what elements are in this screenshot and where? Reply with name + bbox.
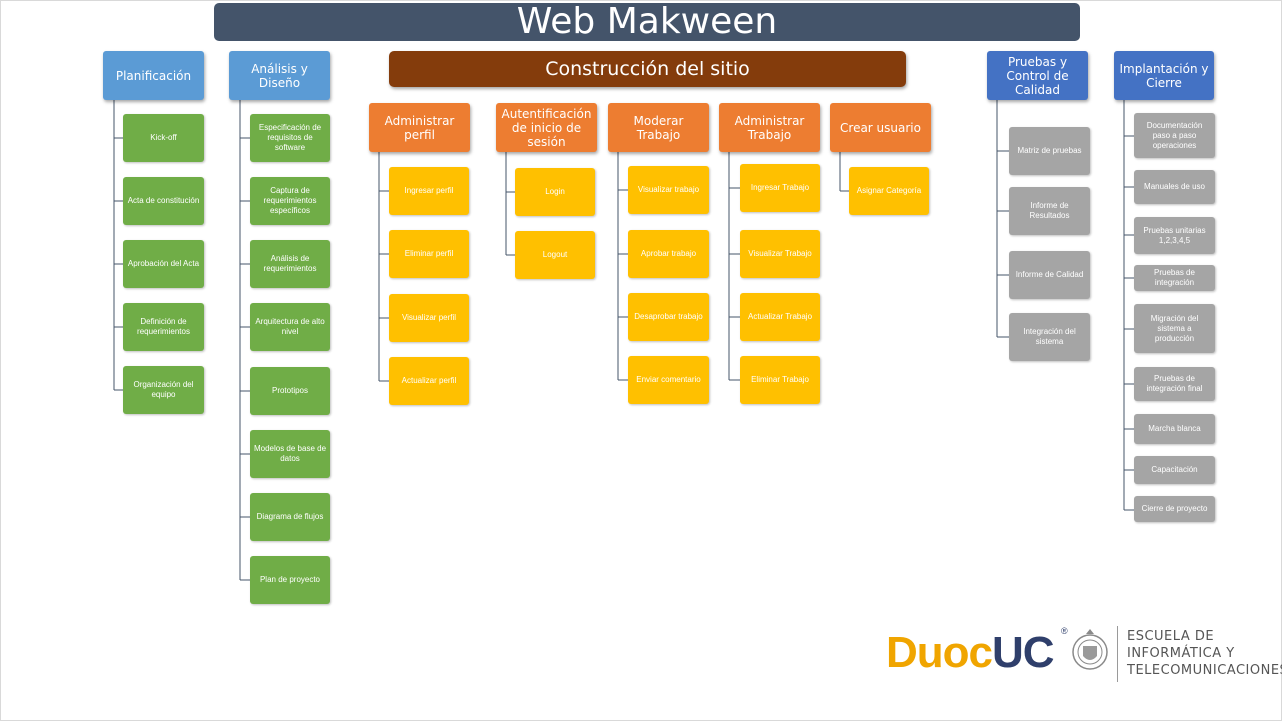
header-administrar-perfil: Administrar perfil <box>369 103 470 152</box>
task-kick-off: Kick-off <box>123 114 204 162</box>
task-ingresar-trabajo: Ingresar Trabajo <box>740 164 820 212</box>
task-informe-resultados: Informe de Resultados <box>1009 187 1090 235</box>
task-prototipos: Prototipos <box>250 367 330 415</box>
task-informe-calidad: Informe de Calidad <box>1009 251 1090 299</box>
logo-divider <box>1117 626 1118 682</box>
header-pruebas-calidad: Pruebas y Control de Calidad <box>987 51 1088 100</box>
task-login: Login <box>515 168 595 216</box>
task-documentacion: Documentación paso a paso operaciones <box>1134 113 1215 158</box>
task-aprobacion-acta: Aprobación del Acta <box>123 240 204 288</box>
task-organizacion-equipo: Organización del equipo <box>123 366 204 414</box>
logo-wordmark: DuocUC <box>886 628 1055 677</box>
task-arquitectura: Arquitectura de alto nivel <box>250 303 330 351</box>
task-desaprobar-trabajo: Desaprobar trabajo <box>628 293 709 341</box>
construccion-title: Construcción del sitio <box>389 51 906 87</box>
school-name: ESCUELA DE INFORMÁTICA Y TELECOMUNICACIO… <box>1127 629 1282 678</box>
diagram-title: Web Makween <box>214 3 1080 41</box>
header-planificacion: Planificación <box>103 51 204 100</box>
task-eliminar-perfil: Eliminar perfil <box>389 230 469 278</box>
task-modelos-base-datos: Modelos de base de datos <box>250 430 330 478</box>
task-logout: Logout <box>515 231 595 279</box>
task-plan-proyecto: Plan de proyecto <box>250 556 330 604</box>
task-diagrama-flujos: Diagrama de flujos <box>250 493 330 541</box>
task-pruebas-integracion-final: Pruebas de integración final <box>1134 367 1215 401</box>
header-crear-usuario: Crear usuario <box>830 103 931 152</box>
header-analisis-diseno: Análisis y Diseño <box>229 51 330 100</box>
header-implantacion-cierre: Implantación y Cierre <box>1114 51 1214 100</box>
seal-icon <box>1072 629 1108 670</box>
header-administrar-trabajo: Administrar Trabajo <box>719 103 820 152</box>
task-especificacion-requisitos: Especificación de requisitos de software <box>250 114 330 162</box>
task-cierre-proyecto: Cierre de proyecto <box>1134 496 1215 522</box>
task-analisis-requerimientos: Análisis de requerimientos <box>250 240 330 288</box>
task-aprobar-trabajo: Aprobar trabajo <box>628 230 709 278</box>
task-actualizar-perfil: Actualizar perfil <box>389 357 469 405</box>
task-integracion-sistema: Integración del sistema <box>1009 313 1090 361</box>
task-acta-constitucion: Acta de constitución <box>123 177 204 225</box>
task-visualizar-perfil: Visualizar perfil <box>389 294 469 342</box>
task-capacitacion: Capacitación <box>1134 456 1215 484</box>
task-actualizar-trabajo: Actualizar Trabajo <box>740 293 820 341</box>
task-marcha-blanca: Marcha blanca <box>1134 414 1215 444</box>
task-definicion-requerimientos: Definición de requerimientos <box>123 303 204 351</box>
task-visualizar-trabajo: Visualizar Trabajo <box>740 230 820 278</box>
registered-mark: ® <box>1061 626 1068 636</box>
task-manuales-uso: Manuales de uso <box>1134 170 1215 204</box>
task-captura-requerimientos: Captura de requerimientos específicos <box>250 177 330 225</box>
task-pruebas-integracion: Pruebas de integración <box>1134 265 1215 291</box>
header-autentificacion: Autentificación de inicio de sesión <box>496 103 597 152</box>
duoc-uc-logo: DuocUC ® ESCUELA DE INFORMÁTICA Y TELECO… <box>886 626 1282 686</box>
task-asignar-categoria: Asignar Categoría <box>849 167 929 215</box>
task-matriz-pruebas: Matriz de pruebas <box>1009 127 1090 175</box>
task-migracion-sistema: Migración del sistema a producción <box>1134 304 1215 353</box>
task-ingresar-perfil: Ingresar perfil <box>389 167 469 215</box>
task-eliminar-trabajo: Eliminar Trabajo <box>740 356 820 404</box>
header-moderar-trabajo: Moderar Trabajo <box>608 103 709 152</box>
task-enviar-comentario: Enviar comentario <box>628 356 709 404</box>
task-pruebas-unitarias: Pruebas unitarias 1,2,3,4,5 <box>1134 217 1215 254</box>
task-visualizar-trabajo-mod: Visualizar trabajo <box>628 166 709 214</box>
